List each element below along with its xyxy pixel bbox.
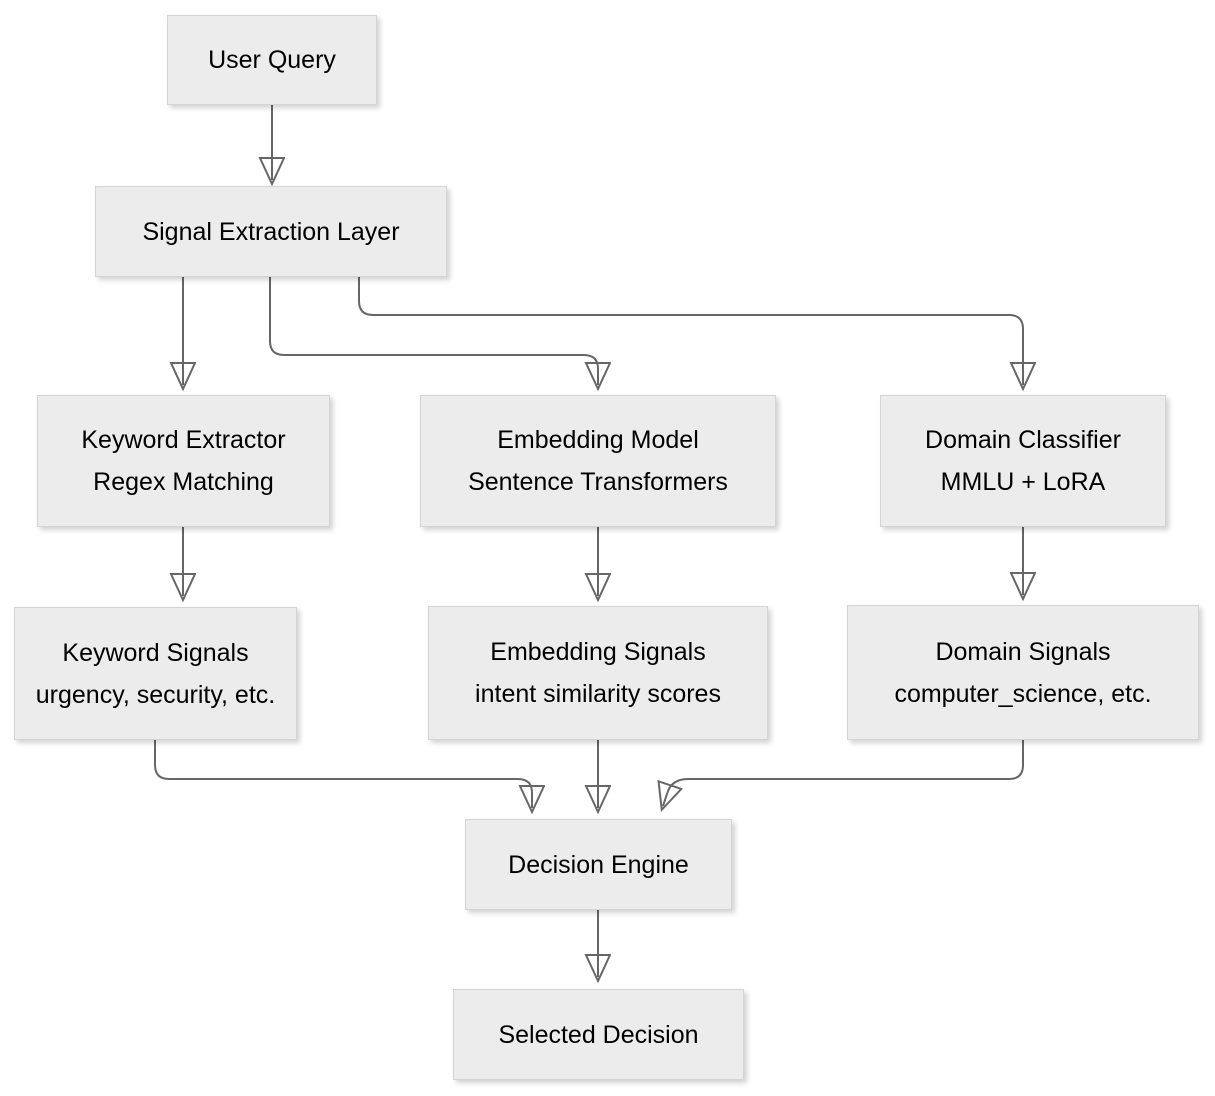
node-keyword-extractor: Keyword Extractor Regex Matching — [37, 395, 330, 527]
node-subtitle: computer_science, etc. — [894, 679, 1152, 708]
node-title: Embedding Signals — [490, 638, 706, 666]
node-title: Signal Extraction Layer — [142, 217, 400, 246]
node-title: Keyword Signals — [62, 638, 249, 667]
node-selected-decision: Selected Decision — [453, 989, 744, 1080]
node-subtitle: Sentence Transformers — [468, 468, 728, 496]
node-decision-engine: Decision Engine — [465, 819, 732, 910]
node-keyword-signals: Keyword Signals urgency, security, etc. — [14, 607, 297, 740]
node-user-query: User Query — [167, 15, 377, 105]
connector-domain-signals-to-decision-engine — [663, 740, 1024, 806]
node-title: Keyword Extractor — [81, 426, 286, 454]
node-subtitle: MMLU + LoRA — [940, 468, 1106, 496]
node-title: Selected Decision — [498, 1020, 699, 1049]
node-domain-classifier: Domain Classifier MMLU + LoRA — [880, 395, 1166, 527]
node-subtitle: Regex Matching — [93, 468, 274, 496]
node-title: Decision Engine — [508, 850, 689, 879]
node-domain-signals: Domain Signals computer_science, etc. — [847, 605, 1199, 740]
node-subtitle: intent similarity scores — [475, 680, 721, 708]
connector-keyword-signals-to-decision-engine — [154, 740, 532, 808]
node-title: Embedding Model — [497, 426, 699, 454]
node-subtitle: urgency, security, etc. — [35, 680, 276, 709]
connector-signal-extraction-to-domain-classifier — [358, 277, 1023, 385]
node-title: Domain Classifier — [925, 426, 1121, 454]
node-signal-extraction-layer: Signal Extraction Layer — [95, 186, 447, 277]
node-embedding-model: Embedding Model Sentence Transformers — [420, 395, 776, 527]
connector-signal-extraction-to-embedding-model — [269, 277, 598, 385]
node-title: User Query — [208, 46, 336, 74]
node-title: Domain Signals — [935, 637, 1111, 666]
node-embedding-signals: Embedding Signals intent similarity scor… — [428, 606, 768, 740]
